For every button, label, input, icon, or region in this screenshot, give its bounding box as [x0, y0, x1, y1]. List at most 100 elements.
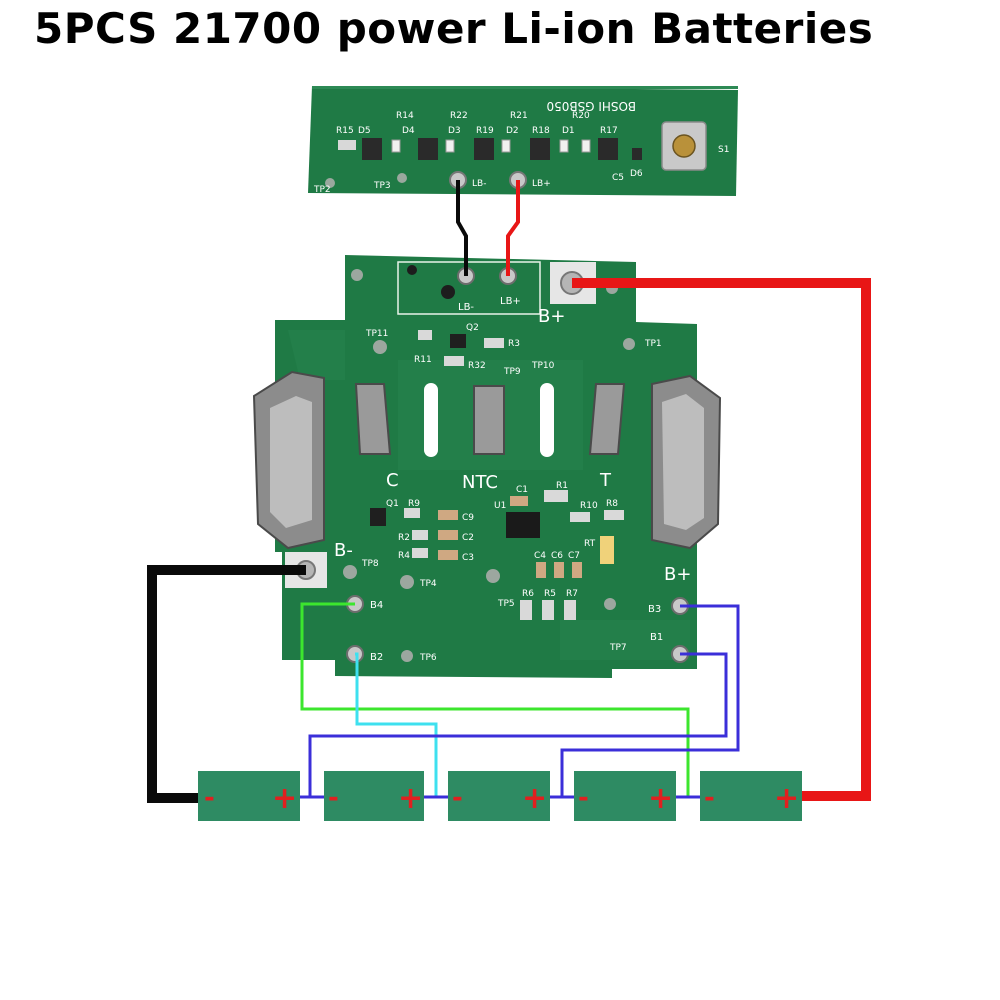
- led-label-c5: C5: [612, 173, 624, 183]
- switch-cap: [672, 134, 696, 158]
- battery-minus-sign: -: [452, 783, 463, 813]
- label-tp4: TP4: [419, 579, 437, 589]
- label-r9: R9: [408, 499, 420, 509]
- bms-main-board: LB- LB+ B+ TP11 TP1 Q2 R3 R11 R32 TP9 TP…: [252, 255, 722, 678]
- label-r2: R2: [398, 533, 410, 543]
- wire-lb-plus-red: [506, 180, 520, 276]
- lb-connector-outline: [397, 261, 541, 315]
- resistor-r19: [474, 138, 494, 160]
- led-label-r15: R15: [336, 126, 354, 136]
- label-b2: B2: [370, 652, 383, 663]
- led-label-d1: D1: [562, 126, 575, 136]
- label-r4: R4: [398, 551, 410, 561]
- led-board-leds: [391, 139, 591, 153]
- label-b-plus-right: B+: [664, 564, 691, 585]
- wire-b3-blue: [560, 604, 740, 798]
- battery-minus-sign: -: [578, 783, 589, 813]
- label-r3: R3: [508, 339, 520, 349]
- wires: [147, 180, 871, 803]
- part-r2: [412, 530, 428, 540]
- label-lb-minus: LB-: [458, 302, 474, 313]
- label-tp8: TP8: [361, 559, 379, 569]
- switch-d6: [632, 148, 642, 160]
- led-board-resistors: [338, 138, 618, 160]
- led-board-pcb: [308, 86, 738, 196]
- led-d1: [581, 139, 591, 153]
- label-b1: B1: [650, 632, 663, 643]
- tp5-hole: [486, 569, 500, 583]
- led-test-button: [632, 121, 707, 171]
- part-q2: [450, 334, 466, 348]
- led-hole-tp2: [325, 178, 335, 188]
- wire-b-minus-black: [147, 565, 306, 803]
- terminal-c-body: [354, 383, 392, 455]
- led-label-tp2: TP2: [313, 185, 331, 195]
- terminal-c-clip: [354, 383, 392, 455]
- label-c1: C1: [516, 485, 528, 495]
- wire-b-plus-red: [572, 278, 871, 801]
- label-c2: C2: [462, 533, 474, 543]
- battery-pack: - + - + - + - + - +: [198, 771, 802, 821]
- battery-plus-sign: +: [774, 781, 799, 816]
- led-label-r14: R14: [396, 111, 414, 121]
- label-c7: C7: [568, 551, 580, 561]
- led-hole-tp3: [397, 173, 407, 183]
- battery-minus-sign: -: [704, 783, 715, 813]
- label-r11: R11: [414, 355, 432, 365]
- tp11-hole: [373, 340, 387, 354]
- battery-body: [198, 771, 300, 821]
- part-u1: [506, 512, 540, 538]
- label-r8: R8: [606, 499, 618, 509]
- label-r5: R5: [544, 589, 556, 599]
- terminal-b-plus-clip: [651, 374, 722, 550]
- bms-smd-parts: [370, 330, 624, 620]
- label-b4: B4: [370, 600, 383, 611]
- label-b-plus-top: B+: [538, 306, 565, 327]
- label-r32: R32: [468, 361, 486, 371]
- led-d2: [559, 139, 569, 153]
- part-q1: [370, 508, 386, 526]
- resistor-r22: [418, 138, 438, 160]
- bms-trace-area-bottom: [560, 620, 690, 660]
- led-d5: [391, 139, 401, 153]
- terminal-right-inner: [662, 394, 704, 530]
- bms-trace-area-left: [288, 330, 345, 380]
- led-indicator-board: BOSHI GSB050 R15 R14 R22 R19 R21 R18 R20…: [308, 86, 738, 196]
- slot-left: [424, 383, 438, 457]
- battery-cell-5: - +: [700, 771, 802, 821]
- label-tp1: TP1: [644, 339, 662, 349]
- label-q1: Q1: [386, 499, 399, 509]
- led-label-s1: S1: [718, 145, 729, 155]
- part-c7: [572, 562, 582, 578]
- led-label-r22: R22: [450, 111, 468, 121]
- diagram-title: 5PCS 21700 power Li-ion Batteries: [34, 4, 874, 53]
- label-tp7: TP7: [609, 643, 627, 653]
- led-label-tp3: TP3: [373, 181, 391, 191]
- part-r3: [484, 338, 504, 348]
- wire-b1-blue: [308, 652, 728, 798]
- part-r5: [542, 600, 554, 620]
- part-r8: [604, 510, 624, 520]
- resistor-r18: [530, 138, 550, 160]
- battery-body: [574, 771, 676, 821]
- led-label-d3: D3: [448, 126, 461, 136]
- part-r10: [570, 512, 590, 522]
- label-c3: C3: [462, 553, 474, 563]
- tp6-hole: [401, 650, 413, 662]
- label-c6: C6: [551, 551, 563, 561]
- label-c: C: [386, 470, 399, 491]
- led-label-d6: D6: [630, 169, 643, 179]
- battery-body: [324, 771, 424, 821]
- led-label-r21: R21: [510, 111, 528, 121]
- terminal-t-clip: [588, 383, 626, 455]
- part-r32: [444, 356, 464, 366]
- led-label-lb-plus: LB+: [532, 179, 551, 189]
- led-label-d2: D2: [506, 126, 519, 136]
- terminal-left-inner: [270, 396, 312, 528]
- led-board-edge: [312, 86, 738, 89]
- led-label-r18: R18: [532, 126, 550, 136]
- q-transistor-top: [407, 265, 417, 275]
- label-tp6: TP6: [419, 653, 437, 663]
- tp8-hole: [343, 565, 357, 579]
- label-t: T: [599, 470, 612, 491]
